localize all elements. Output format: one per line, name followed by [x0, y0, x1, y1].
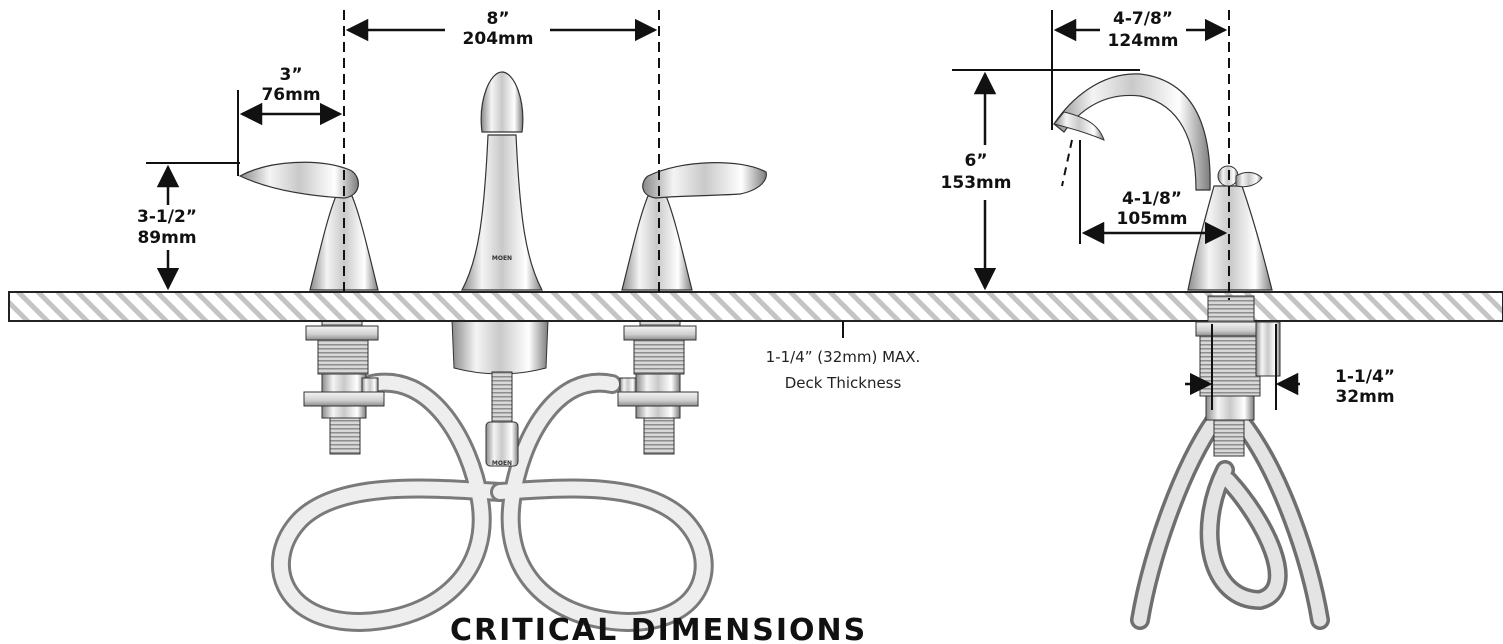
spout-height-mm: 153mm: [941, 173, 1012, 193]
shank-width-mm: 32mm: [1335, 387, 1394, 407]
side-view-faucet: [1053, 73, 1273, 291]
supply-hoses: [270, 372, 714, 633]
deck-thickness-note-line1: 1-1/4” (32mm) MAX.: [766, 348, 921, 366]
side-view-hoses: [1130, 410, 1330, 630]
deck-thickness-note-line2: Deck Thickness: [785, 374, 902, 392]
right-handle: [621, 162, 767, 291]
spout-clearance-inches: 4-1/8”: [1122, 189, 1182, 209]
spout-reach-inches: 4-7/8”: [1113, 9, 1173, 29]
deck-section-left: [8, 291, 1503, 322]
center-spacing-inches: 8”: [486, 9, 509, 29]
spout-height-inches: 6”: [964, 151, 987, 171]
center-spacing-mm: 204mm: [463, 29, 534, 49]
page-title: CRITICAL DIMENSIONS: [450, 613, 867, 644]
spout-clearance-mm: 105mm: [1117, 209, 1188, 229]
dimension-arrows: [156, 18, 1300, 396]
logo-spout: MOEN: [492, 255, 512, 262]
center-spout: MOEN: [461, 71, 543, 291]
handle-height-inches: 3-1/2”: [137, 207, 197, 227]
left-handle: [238, 161, 379, 291]
handle-reach-inches: 3”: [279, 65, 302, 85]
handle-reach-mm: 76mm: [261, 85, 320, 105]
spout-reach-mm: 124mm: [1108, 31, 1179, 51]
logo-mixer: MOEN: [492, 460, 512, 467]
shank-width-inches: 1-1/4”: [1335, 367, 1395, 387]
extension-lines: [146, 10, 1277, 410]
handle-height-mm: 89mm: [137, 228, 196, 248]
